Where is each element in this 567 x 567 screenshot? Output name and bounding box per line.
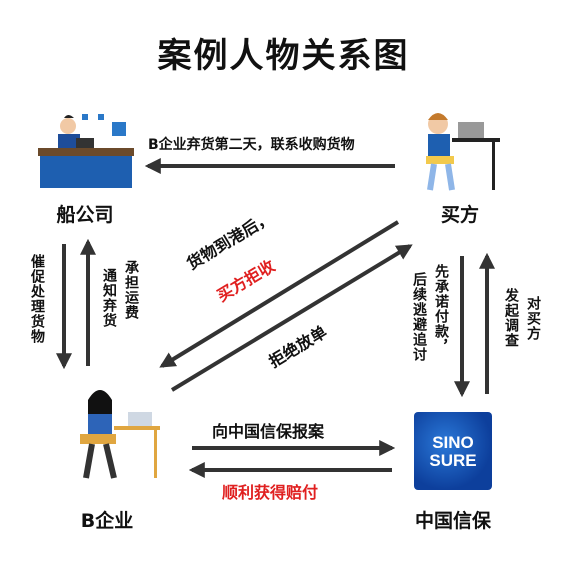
- edge-label-left-up-col2: 承担运费: [123, 260, 139, 320]
- buyer-illustration: [426, 113, 500, 191]
- arrow-buyer-to-enterprise: [159, 220, 400, 368]
- node-shipping-company: 船公司: [56, 204, 114, 226]
- edge-label-right-col-d: 对买方: [525, 296, 541, 341]
- enterprise-woman-illustration: [80, 390, 160, 479]
- edge-label-bottom-top: 向中国信保报案: [212, 422, 325, 441]
- sinosure-logo: SINO SURE: [414, 412, 492, 490]
- node-sinosure: 中国信保: [414, 510, 491, 532]
- edge-label-right-col-a: 先承诺付款，: [433, 264, 449, 354]
- page-title: 案例人物关系图: [157, 36, 410, 76]
- edge-label-top: B企业弃货第二天，联系收购货物: [148, 137, 355, 153]
- arrow-enterprise-to-buyer: [170, 244, 413, 392]
- edge-label-right-col-c: 发起调查: [503, 288, 519, 348]
- edge-label-right-col-b: 后续逃避追讨: [411, 272, 427, 362]
- node-buyer: 买方: [440, 204, 479, 226]
- node-enterprise: B企业: [80, 510, 134, 532]
- edge-label-left-up-col1: 通知弃货: [101, 268, 117, 328]
- edge-label-bottom-bottom: 顺利获得赔付: [222, 483, 319, 502]
- shipping-clerk-illustration: [38, 114, 134, 188]
- edge-label-left-down: 催促处理货物: [29, 254, 45, 344]
